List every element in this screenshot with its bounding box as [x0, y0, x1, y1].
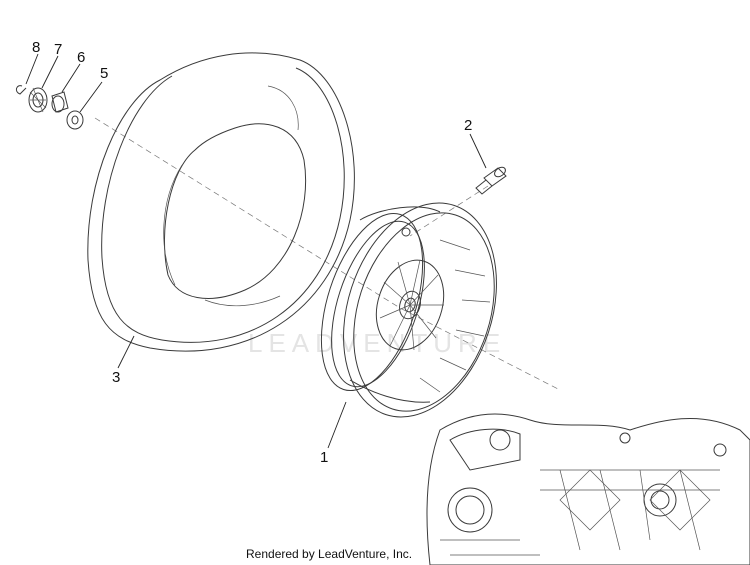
callout-7: 7 [54, 41, 62, 58]
credit-text: Rendered by LeadVenture, Inc. [246, 547, 412, 561]
washer-drawing [66, 110, 84, 130]
wheel-rim-drawing [320, 202, 497, 418]
callout-6: 6 [77, 49, 85, 66]
callout-5: 5 [100, 65, 108, 82]
watermark-text: LEADVENTURE [248, 328, 506, 358]
callout-2: 2 [464, 117, 472, 134]
circlip-drawing [15, 85, 27, 95]
bolt-drawing [475, 166, 507, 195]
callout-1: 1 [320, 449, 328, 466]
spacer-drawing [51, 91, 69, 113]
assembly-axis [94, 117, 561, 391]
bearing-drawing [28, 87, 48, 113]
tire-drawing [87, 52, 355, 352]
callout-8: 8 [32, 39, 40, 56]
leader-lines [25, 53, 487, 449]
callout-3: 3 [112, 369, 120, 386]
engine-casing-drawing [426, 413, 750, 565]
